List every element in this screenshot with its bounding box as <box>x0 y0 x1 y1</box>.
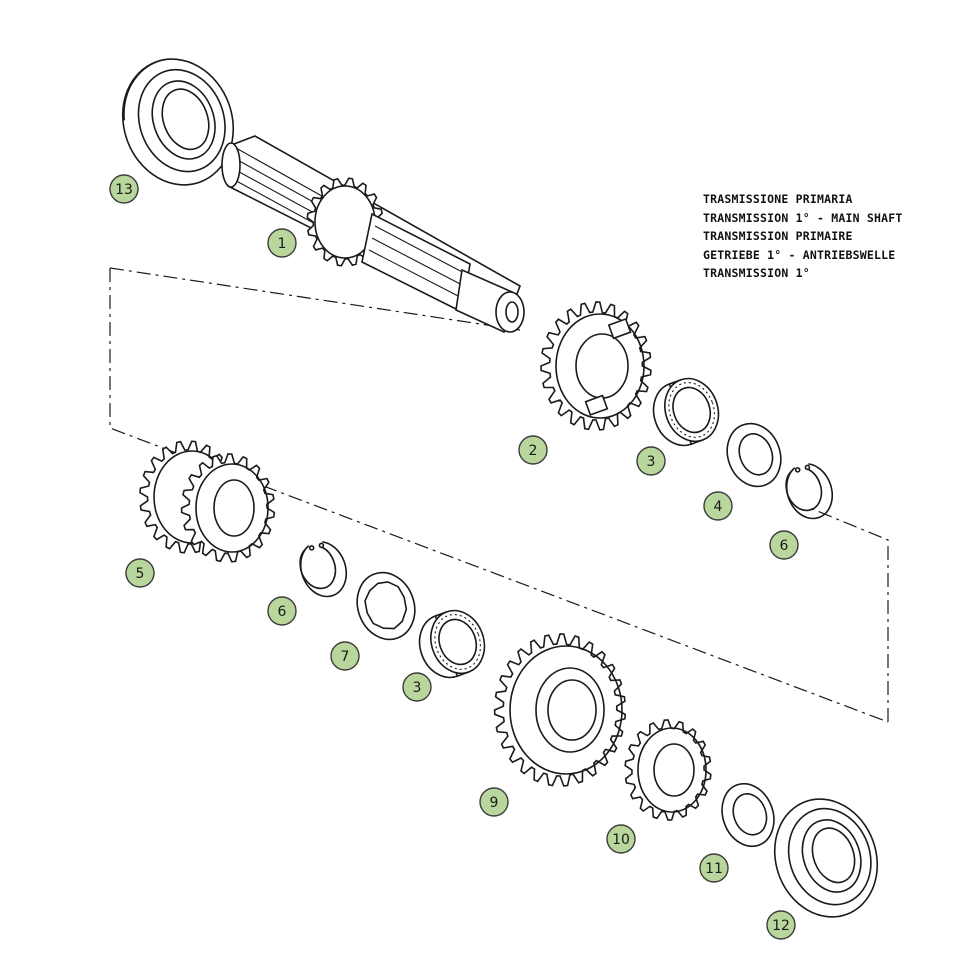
title-block: TRASMISSIONE PRIMARIA TRANSMISSION 1° - … <box>703 190 902 283</box>
callout-p3b: 3 <box>402 672 432 702</box>
callout-p9: 9 <box>479 787 509 817</box>
callout-number: 6 <box>780 538 789 554</box>
callout-circle <box>330 641 360 671</box>
callout-circle <box>267 596 297 626</box>
assembly-guide-lines <box>109 267 889 723</box>
circlip-6b <box>299 541 348 598</box>
callout-p13: 13 <box>109 174 139 204</box>
callout-p3a: 3 <box>636 446 666 476</box>
callout-circle <box>766 910 796 940</box>
needle-bearing-3b <box>418 609 486 679</box>
callout-number: 4 <box>714 499 723 515</box>
callout-p5: 5 <box>125 558 155 588</box>
callout-number: 6 <box>278 604 287 620</box>
splined-washer-7 <box>356 571 416 641</box>
callout-circle <box>636 446 666 476</box>
callout-number: 13 <box>115 182 133 198</box>
callout-circle <box>769 530 799 560</box>
callout-p6b: 6 <box>267 596 297 626</box>
callout-number: 12 <box>772 918 790 934</box>
title-line-it: TRASMISSIONE PRIMARIA <box>703 192 853 206</box>
gear-teeth <box>306 177 384 267</box>
title-line-fr: TRANSMISSION PRIMAIRE <box>703 229 853 244</box>
washer-11 <box>721 782 775 848</box>
callout-p11: 11 <box>699 853 729 883</box>
callout-p10: 10 <box>606 824 636 854</box>
callout-p4: 4 <box>703 491 733 521</box>
callout-circle <box>479 787 509 817</box>
callout-number: 7 <box>341 649 350 665</box>
callout-circle <box>699 853 729 883</box>
washer-4 <box>726 422 782 488</box>
gear-teeth <box>493 633 627 787</box>
title-line-de: GETRIEBE 1° - ANTRIEBSWELLE <box>703 247 896 262</box>
callout-circle <box>402 672 432 702</box>
callout-p12: 12 <box>766 910 796 940</box>
needle-bearing-3a <box>652 377 720 447</box>
gear-2 <box>540 301 652 431</box>
callout-number: 1 <box>278 236 287 252</box>
callout-p6a: 6 <box>769 530 799 560</box>
gear-10 <box>624 719 712 821</box>
main-shaft-1 <box>221 135 525 334</box>
callout-p2: 2 <box>518 435 548 465</box>
callout-circle <box>703 491 733 521</box>
bearing-13 <box>121 58 235 186</box>
callout-circle <box>518 435 548 465</box>
callout-circle <box>267 228 297 258</box>
circlip-6a <box>785 463 834 520</box>
callout-number: 9 <box>490 795 499 811</box>
double-gear-5 <box>139 440 276 563</box>
callout-circle <box>109 174 139 204</box>
callout-number: 10 <box>612 832 630 848</box>
callout-number: 11 <box>705 861 723 877</box>
gear-teeth <box>624 719 712 821</box>
callout-circle <box>606 824 636 854</box>
gear-9 <box>493 633 627 787</box>
callout-number: 3 <box>647 454 656 470</box>
callout-circle <box>125 558 155 588</box>
callout-number: 5 <box>136 566 145 582</box>
title-line-es: TRANSMISSION 1° <box>703 266 810 281</box>
callout-p7: 7 <box>330 641 360 671</box>
bearing-12 <box>773 798 879 918</box>
callout-p1: 1 <box>267 228 297 258</box>
callout-number: 3 <box>413 680 422 696</box>
title-line-en: TRANSMISSION 1° - MAIN SHAFT <box>703 210 903 225</box>
callout-number: 2 <box>529 443 538 459</box>
